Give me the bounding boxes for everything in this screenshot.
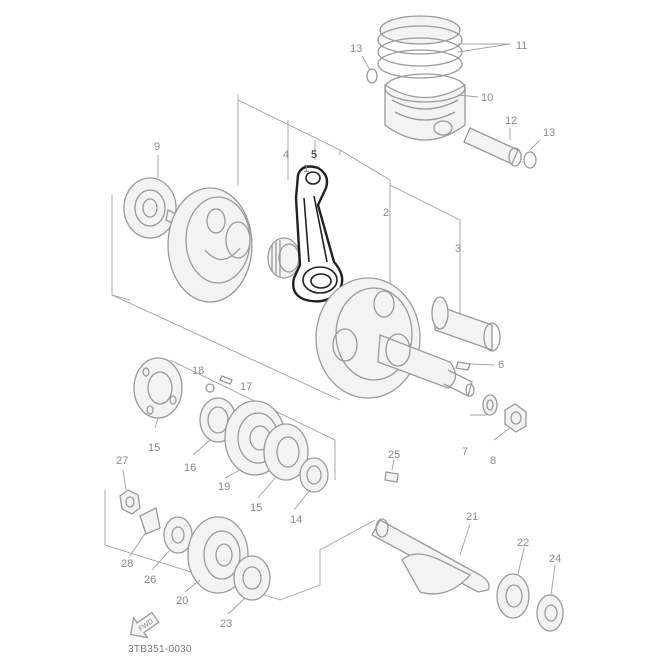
crank-sleeve bbox=[431, 296, 501, 371]
callout-26: 26 bbox=[144, 574, 156, 586]
callout-1: 1 bbox=[303, 163, 309, 175]
needle-bearing bbox=[267, 237, 301, 279]
callout-23: 23 bbox=[220, 618, 232, 630]
callout-22: 22 bbox=[517, 537, 529, 549]
drive-gear-group bbox=[119, 489, 271, 601]
callout-7: 7 bbox=[462, 446, 468, 458]
callout-18: 18 bbox=[192, 365, 204, 377]
callout-28: 28 bbox=[121, 558, 133, 570]
callout-14: 14 bbox=[290, 514, 302, 526]
callout-11: 11 bbox=[516, 40, 527, 52]
callout-2: 2 bbox=[383, 207, 389, 219]
callout-20: 20 bbox=[176, 595, 188, 607]
forward-arrow-icon: FWD bbox=[129, 611, 160, 639]
connecting-rod-highlighted bbox=[292, 165, 344, 303]
diagram-code: 3TB351-0030 bbox=[128, 644, 192, 655]
callout-15a: 15 bbox=[148, 442, 160, 454]
piston-assembly bbox=[366, 15, 537, 169]
callout-24: 24 bbox=[549, 553, 561, 565]
callout-15b: 15 bbox=[250, 502, 262, 514]
callout-25: 25 bbox=[388, 449, 400, 461]
callout-27: 27 bbox=[116, 455, 128, 467]
right-crank-wheel bbox=[315, 277, 475, 399]
callout-6: 6 bbox=[498, 359, 504, 371]
callout-19: 19 bbox=[218, 481, 230, 493]
callout-21: 21 bbox=[466, 511, 478, 523]
callout-16: 16 bbox=[184, 462, 196, 474]
balancer-gear-group bbox=[133, 357, 329, 493]
balancer-shaft bbox=[371, 518, 564, 632]
callout-12: 12 bbox=[505, 115, 517, 127]
washer-and-nut bbox=[482, 394, 527, 433]
callout-10: 10 bbox=[481, 92, 493, 104]
callout-8: 8 bbox=[490, 455, 496, 467]
callout-13a: 13 bbox=[350, 43, 362, 55]
callout-3: 3 bbox=[455, 243, 461, 255]
callout-13b: 13 bbox=[543, 127, 555, 139]
callout-leaders bbox=[122, 43, 556, 615]
left-crank-wheel bbox=[123, 177, 253, 303]
callout-5: 5 bbox=[311, 149, 317, 161]
callout-numbers: 1 2 3 4 5 6 7 8 9 10 11 12 13 13 14 15 1… bbox=[116, 40, 561, 630]
callout-9: 9 bbox=[154, 141, 160, 153]
woodruff-key bbox=[384, 471, 399, 483]
callout-4: 4 bbox=[283, 149, 289, 161]
callout-17: 17 bbox=[240, 381, 252, 393]
